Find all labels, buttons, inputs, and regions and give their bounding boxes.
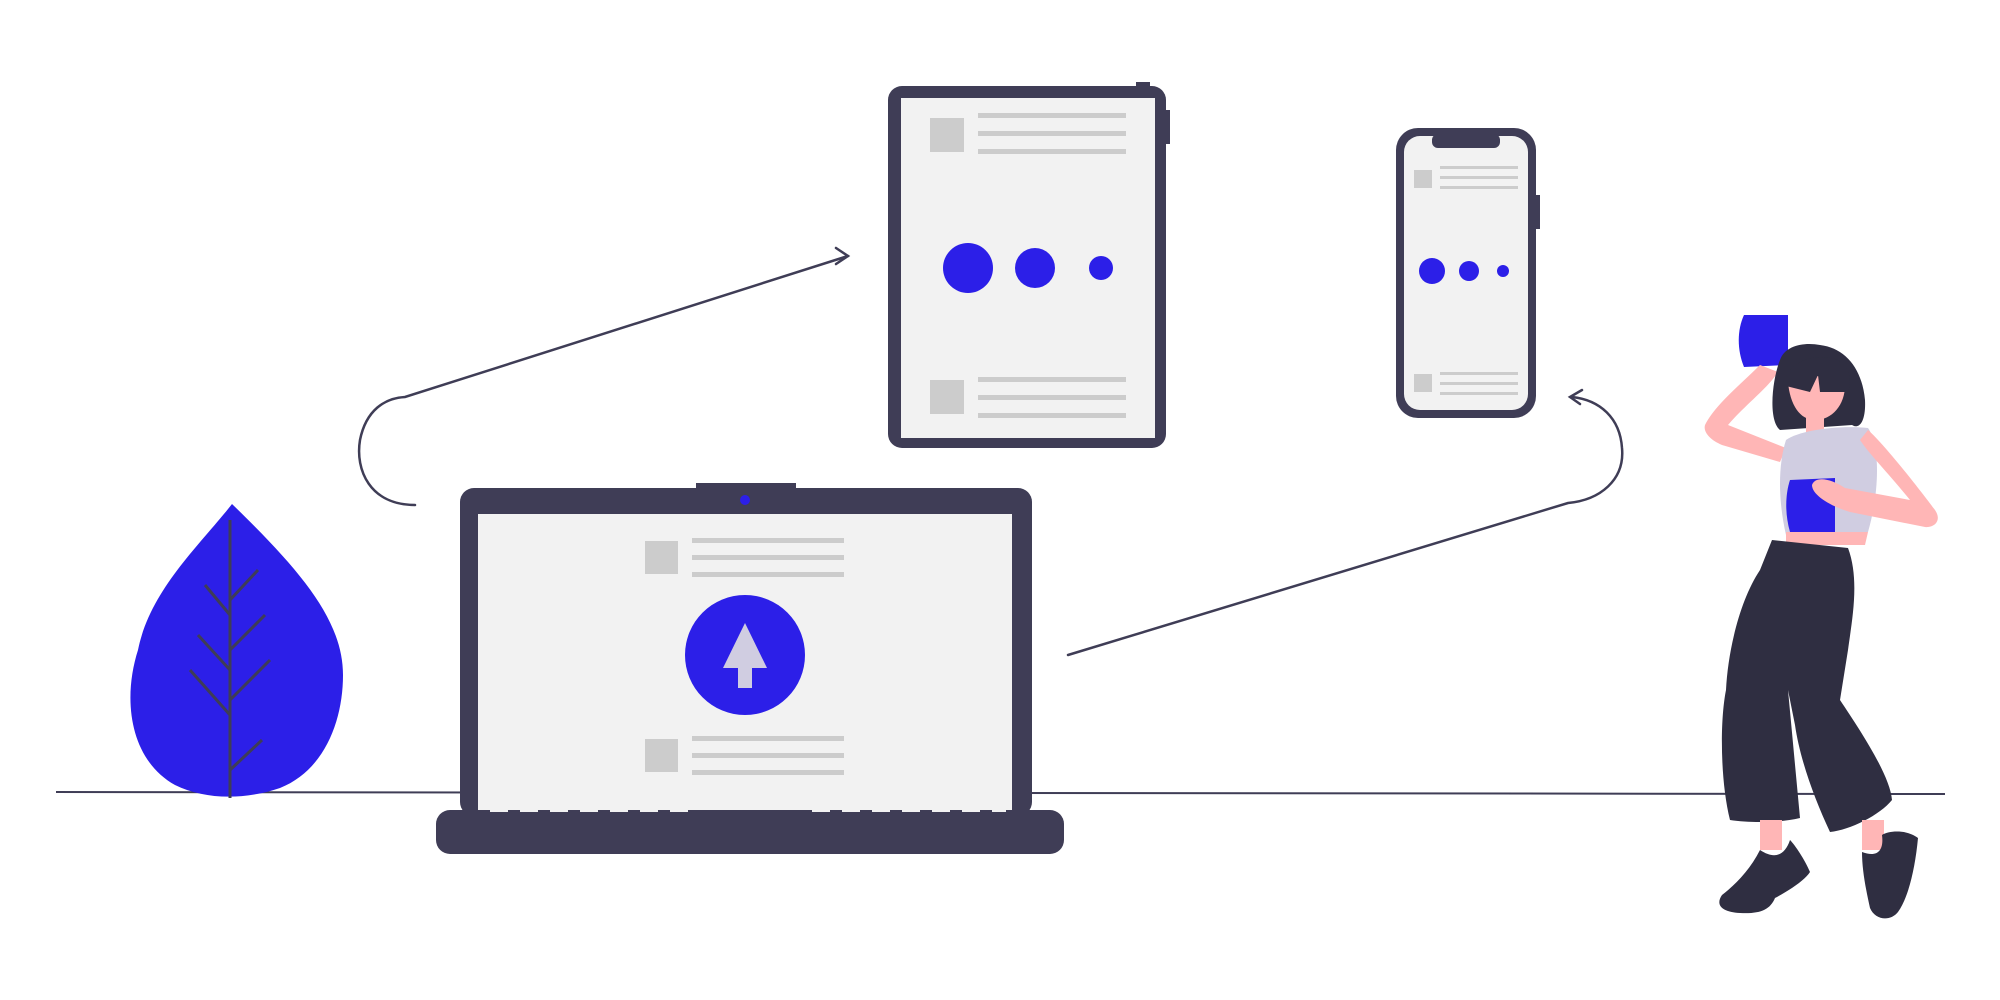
woman-figure xyxy=(1704,315,1938,919)
phone-side-button xyxy=(1535,195,1540,229)
phone-loading-dots xyxy=(1419,258,1509,284)
tablet-loading-dots xyxy=(943,243,1113,293)
tablet-side-button xyxy=(1165,110,1170,144)
curved-arrow-icon xyxy=(357,246,851,507)
laptop-keyboard-teeth xyxy=(490,804,1006,812)
upload-button[interactable] xyxy=(685,595,805,715)
pants xyxy=(1721,540,1892,832)
laptop-content-block-bottom xyxy=(645,736,844,775)
phone-notch xyxy=(1432,134,1500,148)
shoe-right xyxy=(1862,831,1918,919)
laptop-base xyxy=(436,810,1064,854)
phone-content-block-top xyxy=(1414,166,1518,189)
phone xyxy=(1396,128,1540,418)
laptop-camera xyxy=(740,495,750,505)
laptop-camera-bar xyxy=(696,483,796,495)
leaf-icon xyxy=(130,504,343,798)
laptop xyxy=(436,483,1064,854)
bent-arm xyxy=(1812,430,1938,528)
shoe-left xyxy=(1719,840,1810,914)
tablet-content-block-top xyxy=(930,113,1126,154)
tablet xyxy=(888,82,1170,448)
laptop-content-block-top xyxy=(645,538,844,577)
sync-arrow-icon xyxy=(1066,388,1624,657)
hair-fringe xyxy=(1782,357,1850,392)
phone-content-block-bottom xyxy=(1414,372,1518,395)
upload-arrow-icon xyxy=(723,623,767,688)
held-device xyxy=(1738,315,1788,367)
tablet-content-block-bottom xyxy=(930,377,1126,418)
raised-arm xyxy=(1704,365,1786,462)
tablet-button xyxy=(1136,82,1150,88)
